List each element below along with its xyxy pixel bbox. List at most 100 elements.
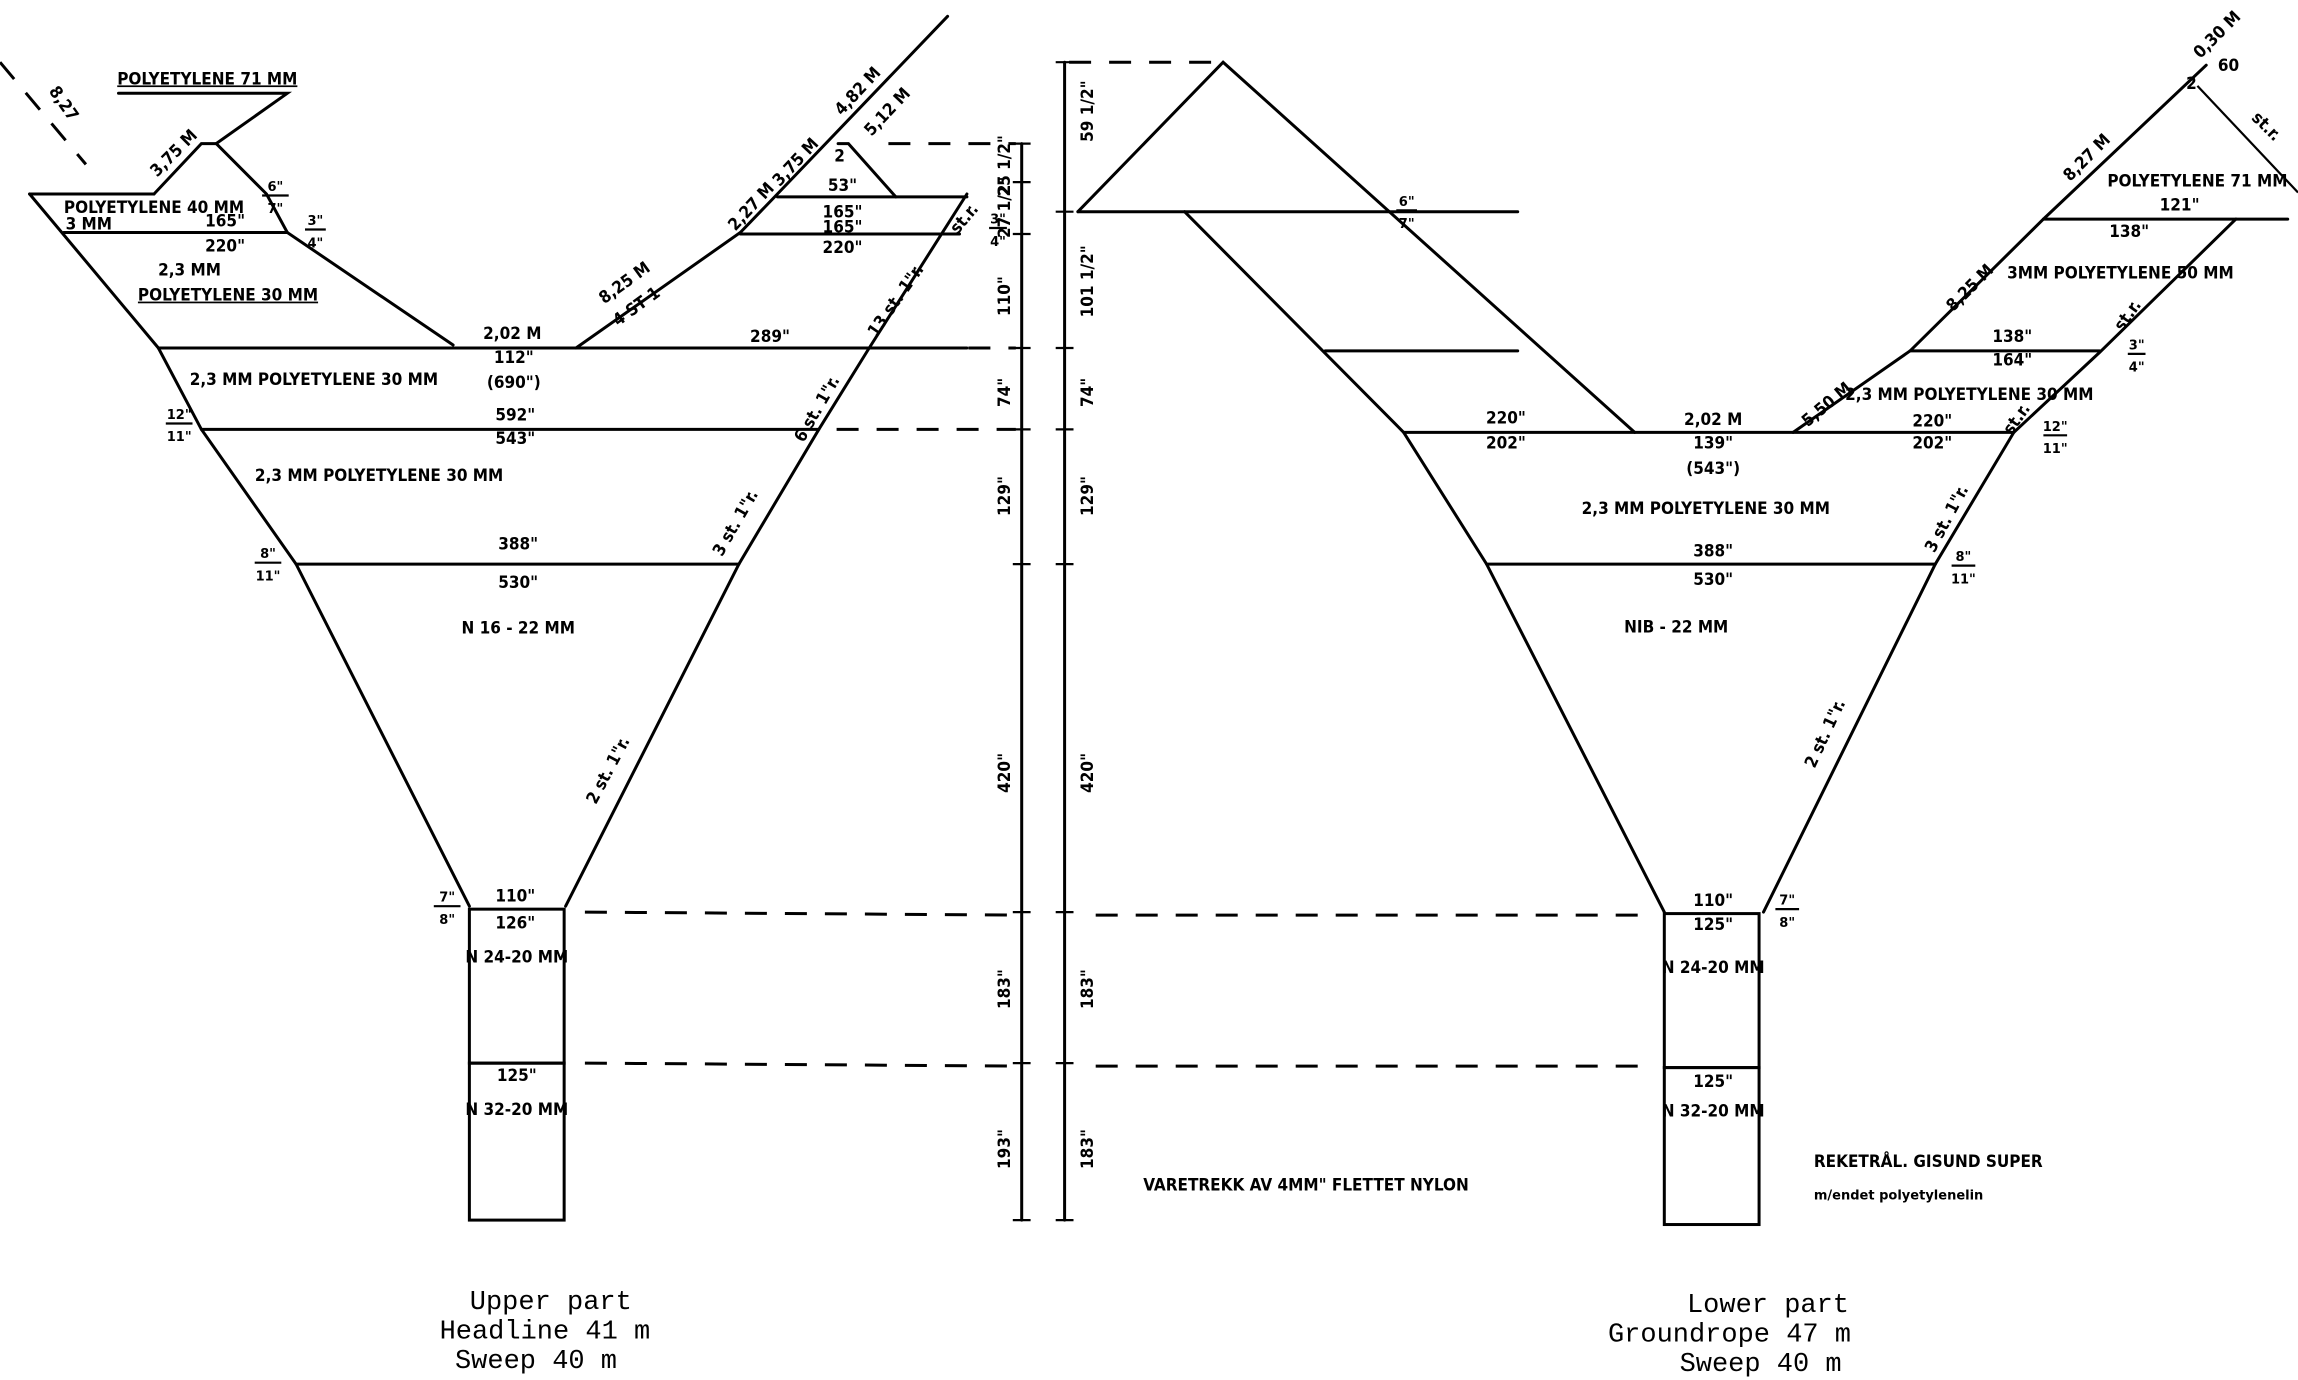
upper-frac-8-11-bot: 11" [256, 569, 281, 584]
dim-left-4: 129" [995, 476, 1015, 516]
lower-825: 8,25 M [1943, 260, 1998, 315]
upper-row3: 2,3 MM POLYETYLENE 30 MM [255, 466, 503, 486]
lower-frac-6-7-bot: 7" [1399, 217, 1415, 232]
lower-square [1076, 60, 1637, 434]
lower-164: 164" [1992, 351, 2032, 371]
lower-st2: 2 st. 1"r. [1801, 696, 1850, 771]
dim-left-3: 74" [995, 378, 1015, 407]
lower-60: 60 [2218, 56, 2239, 76]
upper-110: 110" [495, 887, 535, 907]
upper-caption-line-1: Headline 41 m [440, 1318, 651, 1348]
lower-left-body [1183, 210, 1666, 914]
lower-frac-6-7-top: 6" [1399, 195, 1415, 210]
upper-289: 289" [750, 327, 790, 347]
upper-frac-3-4-top: 3" [307, 214, 323, 229]
upper-n16: N 16 - 22 MM [461, 619, 574, 639]
lower-str: st.r. [2247, 108, 2285, 146]
upper-frac-8-11-top: 8" [260, 547, 276, 562]
lower-388: 388" [1693, 542, 1733, 562]
lower-202: 202" [1486, 434, 1526, 454]
dim-right-2: 74" [1078, 378, 1098, 407]
upper-square-right [214, 142, 455, 347]
lower-n32: N 32-20 MM [1662, 1101, 1765, 1121]
upper-165c: 165" [823, 218, 863, 238]
upper-n24: N 24-20 MM [465, 948, 568, 968]
upper-right-wing [574, 14, 950, 350]
upper-hline-codend1 [584, 910, 1016, 917]
dim-left-0: 25 1/2" [995, 135, 1015, 196]
lower-frac-3-4-top: 3" [2129, 338, 2145, 353]
lower-frac-3-4-bot: 4" [2129, 361, 2145, 376]
net-labels: POLYETYLENE 71 MM 8,27 3,75 M POLYETYLENE 4… [44, 7, 2287, 1203]
note-title2: m/endet polyetylenelin [1814, 1188, 1983, 1203]
lower-202m: 2,02 M [1684, 410, 1742, 430]
lower-caption-line-2: Sweep 40 m [1680, 1350, 1842, 1380]
lower-str2: st.r. [2110, 296, 2145, 335]
upper-frac-3-4-bot: 4" [307, 236, 323, 251]
upper-53: 53" [828, 176, 857, 196]
upper-str: st.r. [946, 200, 983, 238]
lower-caption-line-0: Lower part [1687, 1291, 1849, 1321]
lower-530: 530" [1693, 570, 1733, 590]
lower-138: 138" [2109, 222, 2149, 242]
lower-110: 110" [1693, 891, 1733, 911]
lower-139: 139" [1693, 434, 1733, 454]
lower-220b: 220" [1912, 411, 1952, 431]
dim-right-4: 420" [1078, 753, 1098, 793]
net-outline-lines [0, 14, 2298, 1227]
upper-st13: 13 st. 1"r. [864, 261, 928, 341]
upper-202m: 2,02 M [483, 324, 541, 344]
dim-left-7: 193" [995, 1129, 1015, 1169]
lower-two: 2 [2186, 74, 2197, 94]
upper-frac-7-8-top: 7" [439, 891, 455, 906]
upper-poly40: POLYETYLENE 40 MM [64, 198, 244, 218]
upper-frac-3-4b-bot: 4" [990, 235, 1006, 250]
dim-right-1: 101 1/2" [1078, 245, 1098, 317]
upper-small-triangle [836, 142, 898, 199]
upper-125: 125" [497, 1066, 537, 1086]
upper-caption-line-2: Sweep 40 m [455, 1347, 617, 1377]
dim-right-3: 129" [1078, 476, 1098, 516]
lower-121: 121" [2160, 195, 2200, 215]
lower-codend-1 [1662, 912, 1761, 1070]
upper-line827: 8,27 [44, 83, 82, 125]
lower-n24: N 24-20 MM [1662, 958, 1765, 978]
lower-right-edge [1762, 217, 2238, 914]
upper-frac-12-11-top: 12" [167, 408, 192, 423]
lower-125b: 125" [1693, 1072, 1733, 1092]
upper-530: 530" [498, 573, 538, 593]
upper-frac-12-11-bot: 11" [167, 430, 192, 445]
upper-690: (690") [487, 373, 541, 393]
upper-220: 220" [205, 237, 245, 257]
lower-030: 0,30 M [2190, 7, 2245, 62]
lower-220: 220" [1486, 409, 1526, 429]
lower-poly50: 3MM POLYETYLENE 50 MM [2007, 263, 2234, 283]
lower-138b: 138" [1992, 327, 2032, 347]
upper-poly30a: POLYETYLENE 30 MM [138, 286, 318, 306]
lower-poly71: POLYETYLENE 71 MM [2107, 172, 2287, 192]
upper-hline-codend2 [584, 1061, 1016, 1068]
upper-frac-7-8-bot: 8" [439, 913, 455, 928]
note-title1: REKETRÅL. GISUND SUPER [1814, 1149, 2043, 1172]
upper-poly71: POLYETYLENE 71 MM [117, 69, 297, 89]
upper-375b: 3,75 M [769, 134, 823, 190]
lower-nib: NIB - 22 MM [1624, 617, 1728, 637]
lower-frac-8-11-bot: 11" [1951, 572, 1976, 587]
upper-112: 112" [494, 348, 534, 368]
upper-square-tip [117, 91, 293, 196]
lower-frac-8-11-top: 8" [1955, 550, 1971, 565]
lower-row0: 2,3 MM POLYETYLENE 30 MM [1845, 385, 2093, 405]
upper-592: 592" [495, 406, 535, 426]
dim-right-5: 183" [1078, 969, 1098, 1009]
lower-row1: 2,3 MM POLYETYLENE 30 MM [1582, 499, 1830, 519]
upper-frac-6-7-top: 6" [267, 180, 283, 195]
dim-left-2: 110" [995, 276, 1015, 316]
upper-two: 2 [834, 146, 845, 166]
lower-tip-line [2196, 85, 2298, 194]
upper-st6: 6 st. 1"r. [791, 372, 845, 445]
upper-st2: 2 st. 1"r. [583, 734, 635, 808]
note-varetrekk: VARETREKK AV 4MM" FLETTET NYLON [1143, 1176, 1469, 1196]
upper-st3: 3 st. 1"r. [709, 486, 763, 559]
